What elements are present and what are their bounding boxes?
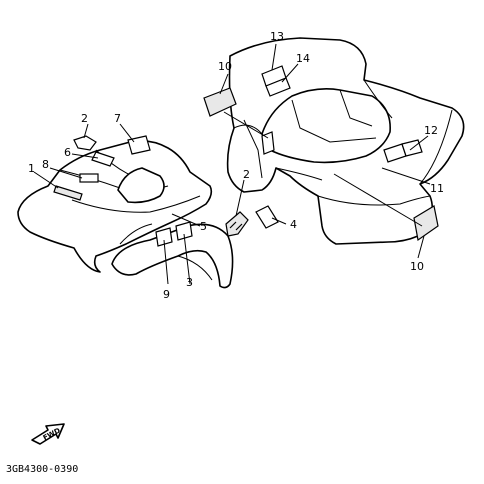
callout-13: 13	[270, 30, 284, 43]
callout-4: 4	[290, 218, 297, 231]
decal-14	[265, 77, 291, 97]
decal-7	[127, 135, 151, 155]
callout-9: 9	[163, 288, 170, 301]
emblem-2-rear	[225, 211, 249, 237]
callout-7: 7	[114, 112, 121, 125]
callouts: 1 2 8 6 7 5 9 3 2 4 10 13 14 12 11 10	[28, 30, 444, 301]
callout-3: 3	[186, 276, 193, 289]
emblem-1	[53, 185, 83, 201]
callout-11: 11	[430, 182, 444, 195]
decal-2-front	[73, 135, 97, 151]
front-fender	[17, 140, 234, 289]
decal-5-mark	[229, 221, 243, 231]
decal-9	[155, 227, 173, 247]
callout-12: 12	[424, 124, 438, 137]
decal-3	[175, 221, 193, 241]
leader-lines	[33, 43, 431, 285]
callout-6: 6	[64, 146, 71, 159]
callout-2-rear: 2	[243, 168, 250, 181]
callout-8: 8	[42, 158, 49, 171]
callout-10-rear: 10	[410, 260, 424, 273]
callout-1: 1	[28, 162, 35, 175]
decal-4	[255, 205, 279, 229]
callout-14: 14	[296, 52, 310, 65]
callout-10-top: 10	[218, 60, 232, 73]
part-code: 3GB4300-0390	[6, 464, 78, 475]
fwd-label: FWD	[42, 426, 62, 442]
callout-2-front: 2	[81, 112, 88, 125]
callout-5: 5	[200, 220, 207, 233]
decal-8	[79, 173, 99, 183]
emblem-10-rear	[413, 205, 439, 242]
fwd-arrow-icon: FWD	[31, 423, 65, 445]
emblem-bracket	[261, 131, 275, 155]
